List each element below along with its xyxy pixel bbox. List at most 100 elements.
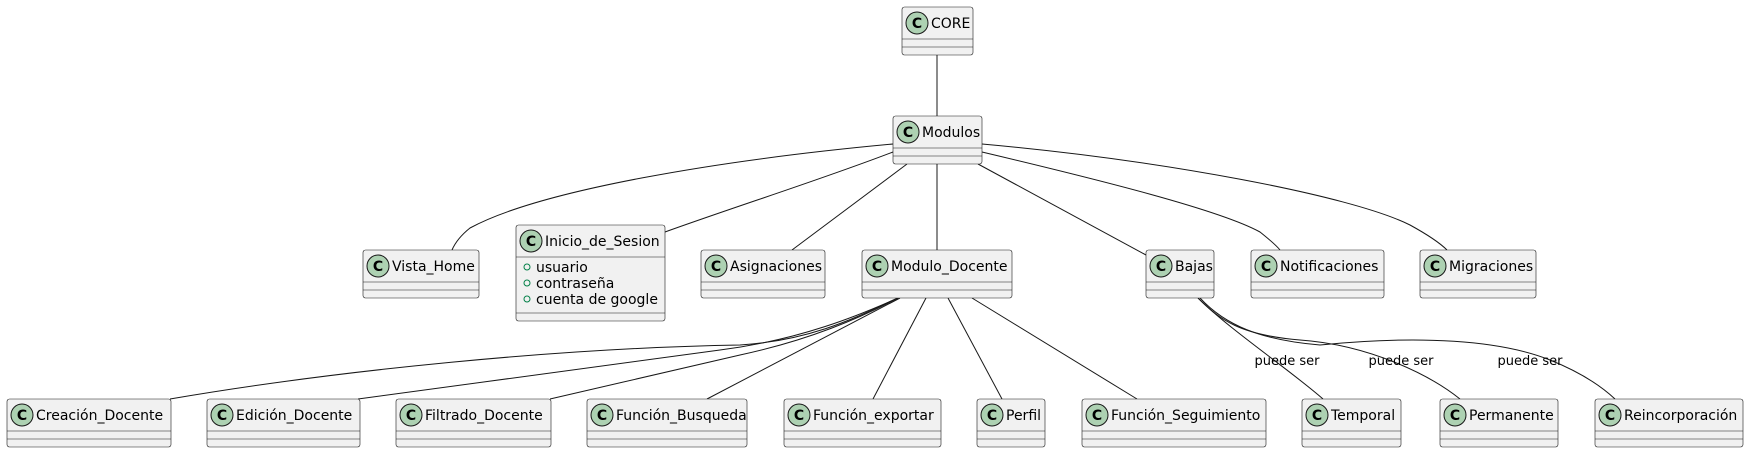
class-badge-letter: C [373,259,383,275]
class-badge-letter: C [17,408,27,424]
class-badge-letter: C [711,259,721,275]
class-badge-icon [1443,403,1467,427]
class-badge-icon [704,254,728,278]
class-badge-icon [590,403,614,427]
class-bajas[interactable]: C Bajas [1145,249,1215,299]
edge-modulo-docente-to-funcion-exportar [872,297,927,400]
class-temporal[interactable]: C Temporal [1301,398,1402,448]
class-badge-icon [1085,403,1109,427]
class-badge-icon [1254,254,1278,278]
class-attribute: contraseña [536,276,614,292]
class-box [1419,249,1537,299]
class-badge-icon [980,403,1004,427]
class-badge-icon [1305,403,1329,427]
class-badge-letter: C [987,408,997,424]
edge-label: puede ser [1255,354,1321,369]
edge-modulos-to-inicio-sesion [664,151,894,233]
class-box [362,249,480,299]
class-name: Edición_Docente [236,408,352,424]
class-name: CORE [931,16,970,32]
class-box [515,224,666,322]
class-box [586,398,748,448]
class-reincorporacion[interactable]: C Reincorporación [1594,398,1744,448]
class-badge-letter: C [912,16,922,32]
edge-bajas-to-reincorporacion [1199,297,1616,400]
edge-layer [169,55,1616,400]
edge-label: puede ser [1498,354,1564,369]
class-badge-letter: C [872,259,882,275]
class-box [1081,398,1267,448]
class-attribute: usuario [536,260,588,276]
class-inicio-sesion[interactable]: C Inicio_de_Sesionusuariocontraseñacuenta… [515,224,666,322]
edge-modulo-docente-to-edicion-docente [357,297,899,400]
class-name: Bajas [1175,259,1213,275]
class-badge-icon [787,403,811,427]
class-migraciones[interactable]: C Migraciones [1419,249,1537,299]
class-badge-icon [366,254,390,278]
class-badge-letter: C [1261,259,1271,275]
edge-modulo-docente-to-filtrado-docente [549,297,899,400]
class-asignaciones[interactable]: C Asignaciones [700,249,826,299]
class-badge-icon [519,229,543,253]
class-attribute: cuenta de google [536,292,658,308]
class-box [1439,398,1559,448]
class-badge-letter: C [597,408,607,424]
class-edicion-docente[interactable]: C Edición_Docente [206,398,361,448]
class-badge-letter: C [406,408,416,424]
class-box [1250,249,1385,299]
edge-modulos-to-notificaciones [981,151,1281,251]
class-notificaciones[interactable]: C Notificaciones [1250,249,1385,299]
class-badge-icon [10,403,34,427]
class-filtrado-docente[interactable]: C Filtrado_Docente [395,398,552,448]
class-modulo-docente[interactable]: C Modulo_Docente [861,249,1013,299]
class-name: Notificaciones [1280,259,1378,275]
class-core[interactable]: C CORE [901,6,974,56]
class-name: Vista_Home [392,259,475,275]
class-badge-icon [865,254,889,278]
class-badge-letter: C [903,125,913,141]
class-badge-letter: C [217,408,227,424]
class-badge-icon [1149,254,1173,278]
class-box [700,249,826,299]
class-badge-letter: C [526,234,536,250]
edge-modulos-to-migraciones [981,143,1448,251]
class-badge-letter: C [1312,408,1322,424]
class-badge-icon [399,403,423,427]
class-name: Temporal [1330,408,1395,424]
public-attribute-icon [523,279,531,287]
class-badge-letter: C [794,408,804,424]
class-modulos[interactable]: C Modulos [892,115,983,165]
class-badge-icon [210,403,234,427]
class-box [395,398,552,448]
class-name: Modulo_Docente [891,259,1008,275]
class-badge-icon [1423,254,1447,278]
class-badge-letter: C [1430,259,1440,275]
class-name: Inicio_de_Sesion [545,234,660,250]
class-name: Asignaciones [730,259,822,275]
class-box [1594,398,1744,448]
edge-modulos-to-vista-home [451,143,894,251]
class-name: Reincorporación [1624,408,1737,424]
edge-modulos-to-asignaciones [791,163,908,251]
class-name: Migraciones [1449,259,1533,275]
edge-modulo-docente-to-creacion-docente [169,297,899,400]
class-badge-letter: C [1605,408,1615,424]
class-badge-letter: C [1156,259,1166,275]
class-vista-home[interactable]: C Vista_Home [362,249,480,299]
edge-modulo-docente-to-funcion-seguimiento [971,297,1138,400]
class-name: Filtrado_Docente [425,408,543,424]
public-attribute-icon [523,263,531,271]
class-name: Modulos [922,125,980,141]
class-badge-icon [905,11,929,35]
public-attribute-icon [523,295,531,303]
class-badge-letter: C [1450,408,1460,424]
edge-label: puede ser [1369,354,1435,369]
